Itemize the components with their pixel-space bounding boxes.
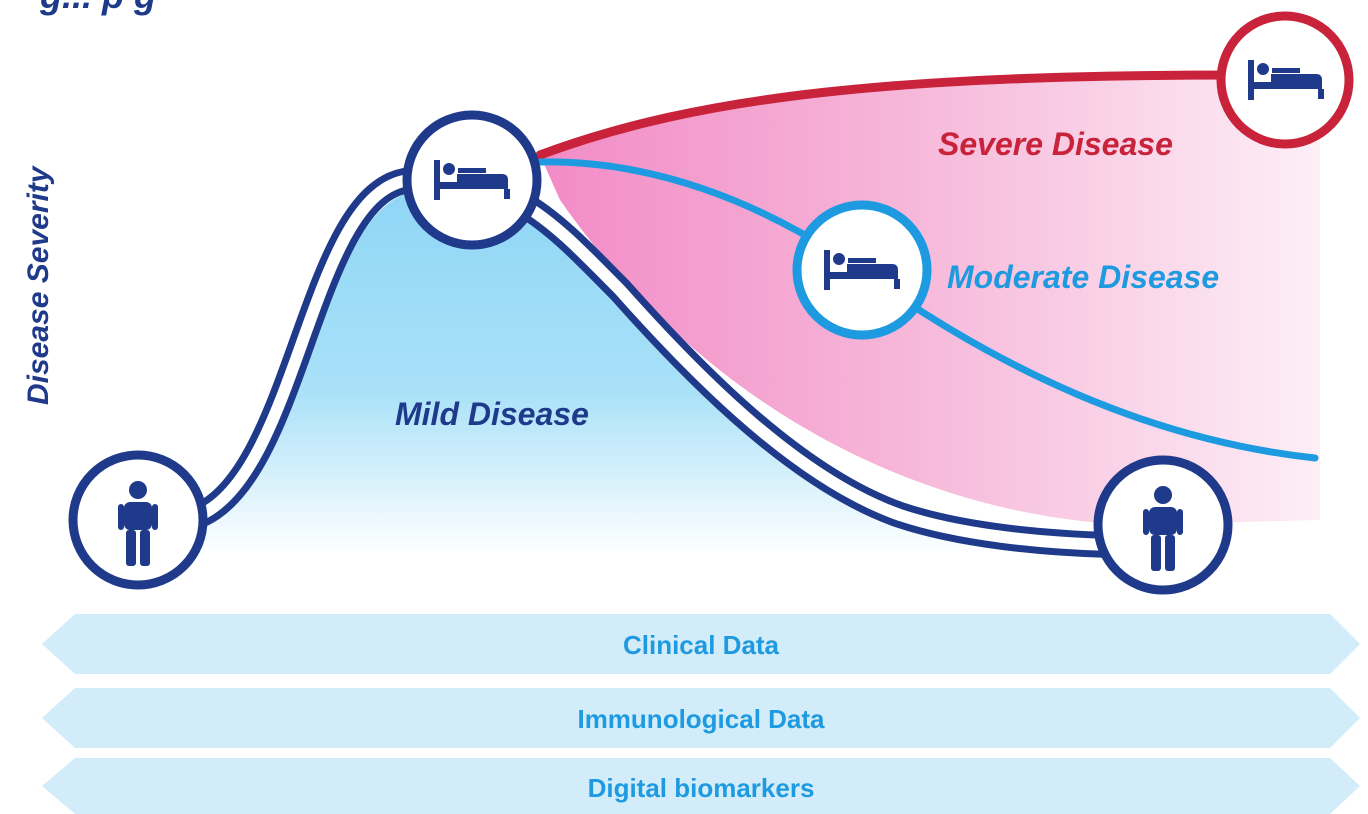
mild-region xyxy=(200,188,1110,556)
severe-disease-label: Severe Disease xyxy=(938,126,1173,162)
moderate-patient-node xyxy=(792,200,932,340)
data-band-immunological: Immunological Data xyxy=(42,688,1360,748)
y-axis-label: Disease Severity xyxy=(22,165,55,405)
data-band-label: Digital biomarkers xyxy=(588,773,815,803)
moderate-disease-label: Moderate Disease xyxy=(947,259,1219,295)
data-band-label: Clinical Data xyxy=(623,630,780,660)
data-band-digital: Digital biomarkers xyxy=(42,758,1360,814)
peak-patient-node xyxy=(402,110,542,250)
page-title: g... p g xyxy=(39,0,156,16)
mild-path-inner xyxy=(194,172,1116,551)
severe-path xyxy=(535,70,1245,160)
end-patient-node xyxy=(1093,455,1233,595)
data-band-label: Immunological Data xyxy=(577,704,825,734)
start-patient-node xyxy=(68,450,208,590)
severe-patient-node xyxy=(1216,11,1354,149)
mild-disease-label: Mild Disease xyxy=(395,396,589,432)
data-band-clinical: Clinical Data xyxy=(42,614,1360,674)
